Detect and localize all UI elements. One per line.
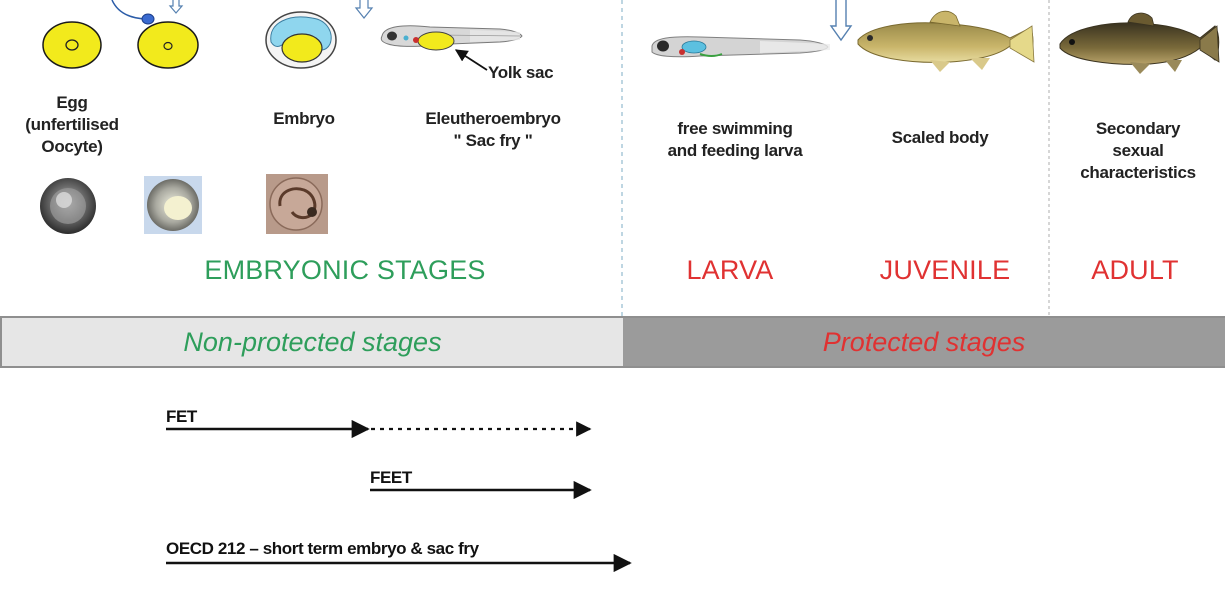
- band-protected: Protected stages: [623, 316, 1225, 368]
- label-larva-description: free swimming and feeding larva: [667, 119, 803, 160]
- sperm-head: [141, 13, 155, 25]
- larva-shape: [651, 36, 830, 58]
- category-larva: LARVA: [686, 255, 774, 285]
- band-non-protected-label: Non-protected stages: [183, 326, 442, 357]
- down-arrow-icon: [354, 0, 374, 19]
- down-arrow-icon: [829, 0, 853, 42]
- down-arrow-icon: [168, 0, 184, 14]
- category-juvenile: JUVENILE: [879, 255, 1011, 285]
- label-eleutheroembryo: Eleutheroembryo " Sac fry ": [425, 109, 561, 150]
- sac-fry-shape: [380, 25, 523, 51]
- test-oecd-212-label: OECD 212 – short term embryo & sac fry: [166, 539, 479, 558]
- embryo-shape: [265, 11, 337, 69]
- category-adult: ADULT: [1091, 255, 1179, 285]
- test-fet-label: FET: [166, 407, 197, 426]
- egg-unfertilised-shape: [42, 21, 102, 69]
- photo-fertilised-egg: [144, 176, 202, 234]
- category-embryonic-stages: EMBRYONIC STAGES: [204, 255, 486, 285]
- label-adult-description: Secondary sexual characteristics: [1080, 119, 1196, 182]
- photo-oocyte: [37, 177, 99, 235]
- sperm-tail: [111, 0, 147, 20]
- egg-fertilised-shape: [137, 21, 199, 69]
- juvenile-fish-shape: [857, 10, 1035, 72]
- label-embryo: Embryo: [273, 109, 335, 128]
- egg-fertilised-nucleus: [163, 41, 173, 51]
- label-juvenile-description: Scaled body: [891, 128, 989, 147]
- yolk-sac-pointer: [454, 49, 488, 71]
- band-non-protected: Non-protected stages: [0, 316, 623, 368]
- band-protected-label: Protected stages: [822, 326, 1026, 357]
- label-egg: Egg (unfertilised Oocyte): [25, 93, 119, 156]
- photo-embryo: [266, 174, 328, 234]
- label-yolk-sac: Yolk sac: [488, 63, 554, 82]
- egg-nucleus: [65, 39, 79, 51]
- test-feet-label: FEET: [370, 468, 412, 487]
- adult-fish-shape: [1059, 12, 1220, 74]
